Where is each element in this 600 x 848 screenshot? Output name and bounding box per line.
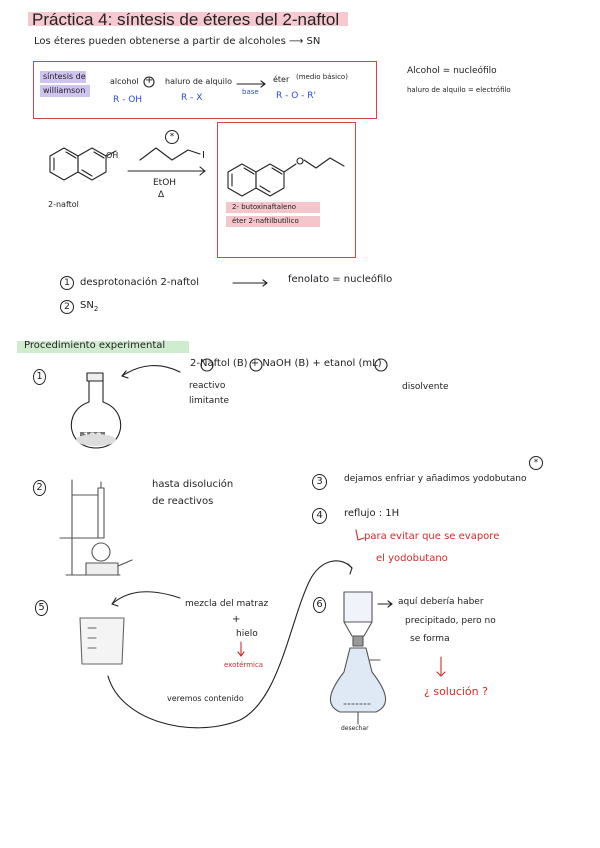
- product-highlight-2: [226, 216, 320, 227]
- product-box: [217, 122, 356, 258]
- intro-sentence: Los éteres pueden obtenerse a partir de …: [34, 36, 286, 47]
- step4-note-1: para evitar que se evapore: [364, 531, 500, 542]
- mech-step2-sub: 2: [93, 305, 99, 313]
- step5-note: veremos contenido: [167, 694, 244, 703]
- conditions-2: Δ: [158, 190, 165, 200]
- round-flask-icon: [70, 372, 122, 449]
- plus-sign: +: [145, 75, 154, 86]
- williamson-highlight-1: [40, 71, 86, 83]
- step6-solution: ¿ solución ?: [424, 685, 488, 698]
- mech-step1-num: 1: [60, 276, 74, 290]
- product-structure: [227, 157, 345, 197]
- step5-plus: +: [232, 614, 241, 625]
- intro-arrow: ⟶: [288, 36, 304, 47]
- transfer-curve: [107, 560, 353, 729]
- step1-num: 1: [33, 369, 46, 385]
- step1-note-2: limitante: [189, 396, 230, 406]
- step4-note-arrow: [355, 529, 365, 541]
- step6-line3: se forma: [410, 634, 450, 644]
- iodobutane-structure: [139, 147, 201, 161]
- step6-num: 6: [313, 597, 326, 613]
- product-name-2: éter 2-naftilbutílico: [232, 217, 299, 225]
- williamson-label-2: williamson: [43, 86, 86, 95]
- base-label: base: [242, 88, 259, 96]
- solution-arrow: [436, 656, 446, 677]
- filtrate-label: desechar: [341, 725, 369, 732]
- williamson-box: [33, 61, 377, 119]
- mech-step1-result: fenolato = nucleófilo: [288, 274, 393, 285]
- step5-curve-arrowhead: [111, 597, 119, 607]
- haluro-label: haluro de alquilo: [165, 77, 232, 86]
- williamson-highlight-2: [40, 85, 90, 97]
- step1-curve-arrow: [121, 365, 181, 377]
- step2-num: 2: [33, 480, 46, 496]
- williamson-arrow: [236, 80, 266, 88]
- product-name-1: 2- butoxinaftaleno: [232, 203, 297, 211]
- naphthol-structure: [49, 147, 117, 181]
- step4-num: 4: [312, 508, 327, 524]
- r-oh: R - OH: [113, 95, 143, 105]
- reactant-name: 2-naftol: [48, 200, 79, 209]
- step4-text: reflujo : 1H: [344, 508, 400, 519]
- step5-curve-arrow: [111, 591, 181, 605]
- step1-plus-circle: [249, 358, 263, 372]
- side-note-1: Alcohol = nucleófilo: [407, 66, 497, 76]
- intro-text: Los éteres pueden obtenerse a partir de …: [34, 36, 320, 47]
- plus-circle: [143, 76, 155, 88]
- procedure-heading-highlight: [17, 341, 189, 353]
- step3-text: dejamos enfriar y añadimos yodobutano: [344, 474, 527, 484]
- hielo-arrow: [237, 641, 245, 657]
- step6-line2: precipitado, pero no: [405, 616, 496, 626]
- mechanism-arrow: [232, 279, 268, 287]
- williamson-label-1: síntesis de: [43, 72, 86, 81]
- r-x: R - X: [181, 93, 203, 103]
- r-o-r: R - O - R': [276, 91, 317, 101]
- step1-b-circle: [200, 358, 214, 372]
- reflux-setup-icon: [59, 479, 133, 576]
- oh-label: OH: [106, 151, 119, 160]
- step1-curve-arrowhead: [121, 370, 129, 379]
- step1-note-1: reactivo: [189, 381, 226, 391]
- step4-note-2: el yodobutano: [376, 553, 448, 564]
- side-note-2: haluro de alquilo = electrófilo: [407, 86, 511, 94]
- step2-line1: hasta disolución: [152, 479, 234, 490]
- alcohol-label: alcohol: [110, 77, 139, 86]
- step6-line1: aquí debería haber: [398, 597, 484, 607]
- transfer-arrowhead: [347, 563, 353, 575]
- mech-step2-text: SN: [80, 300, 94, 311]
- page-title: Práctica 4: síntesis de éteres del 2-naf…: [32, 10, 340, 29]
- beaker-icon: [79, 617, 125, 665]
- buchner-filter-icon: [329, 591, 387, 725]
- mech-step1-text: desprotonación 2-naftol: [80, 277, 200, 288]
- conditions-1: EtOH: [153, 178, 177, 188]
- step1-plus-circle-2: [374, 358, 388, 372]
- step3-star: *: [529, 456, 543, 470]
- step5-line1: mezcla del matraz: [185, 599, 269, 609]
- title-highlight: [28, 12, 348, 26]
- step5-exo: exotérmica: [224, 661, 264, 669]
- iodo-label: I: [202, 150, 205, 161]
- step1-note-3: disolvente: [402, 382, 449, 392]
- step3-num: 3: [312, 474, 327, 490]
- step5-line2: hielo: [236, 629, 258, 639]
- intro-suffix: SN: [306, 36, 321, 47]
- step5-num: 5: [35, 600, 48, 616]
- mech-step2: SN2: [80, 300, 98, 313]
- eter-label: éter: [273, 75, 290, 84]
- reaction-star: *: [165, 130, 179, 144]
- step1-text: 2-Naftol (B) + NaOH (B) + etanol (mL): [190, 358, 382, 369]
- step6-arrow: [377, 600, 393, 608]
- procedure-heading: Procedimiento experimental: [24, 340, 166, 351]
- step2-line2: de reactivos: [152, 496, 214, 507]
- mech-step2-num: 2: [60, 300, 74, 314]
- medio-label: (medio básico): [296, 73, 348, 81]
- reaction-arrow: [127, 166, 206, 176]
- product-highlight-1: [226, 202, 320, 213]
